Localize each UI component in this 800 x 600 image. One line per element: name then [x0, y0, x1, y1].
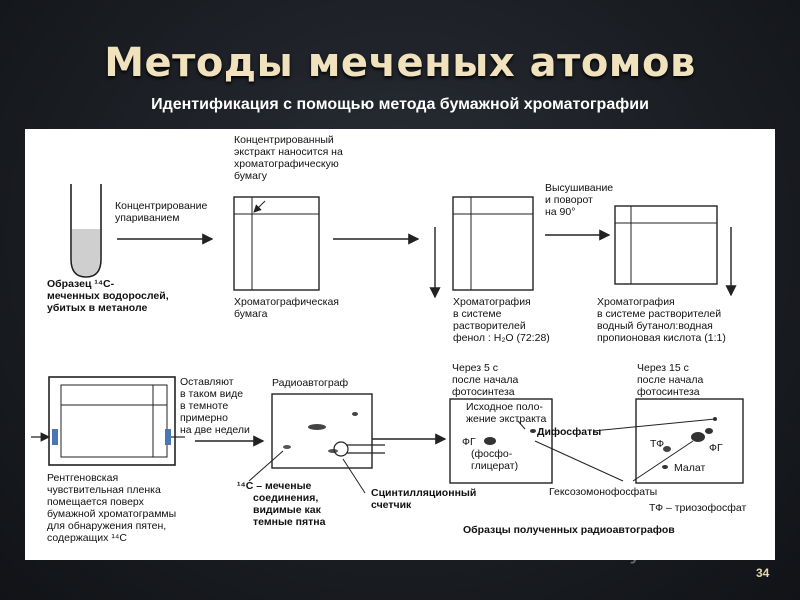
- hexose-pointer-b: [632, 440, 694, 482]
- radioautograph-film: [271, 393, 373, 469]
- step2-caption: Хроматографическая бумага: [234, 296, 342, 320]
- after15-label: Через 15 с после начала фотосинтеза: [637, 362, 706, 398]
- samples-footer: Образцы полученных радиоавтографов: [463, 524, 675, 536]
- step1-caption: Образец ¹⁴C- меченных водорослей, убитых…: [47, 278, 172, 314]
- spots-pointer: [248, 450, 284, 482]
- slide-title: Методы меченых атомов: [104, 40, 696, 86]
- chromatography-diagram: Образец ¹⁴C- меченных водорослей, убитых…: [31, 134, 746, 544]
- counter-pointer: [342, 458, 366, 494]
- step1-arrow-label: Концентрирование упариванием: [115, 200, 210, 224]
- pga-label: ФГ (фосфо- глицерат): [462, 436, 518, 472]
- step3-caption: Хроматография в системе растворителей фе…: [453, 296, 550, 344]
- step6-spots-label: ¹⁴C – меченые соединения, видимые как те…: [237, 480, 326, 528]
- xray-film-assembly: [48, 376, 176, 466]
- diagram-panel: Образец ¹⁴C- меченных водорослей, убитых…: [25, 129, 775, 560]
- step5-side-label: Оставляют в таком виде в темноте примерн…: [180, 376, 250, 436]
- step4-arrow-label: Высушивание и поворот на 90°: [545, 182, 616, 218]
- tf-label: ТФ: [650, 438, 664, 450]
- chromatogram-phenol: [452, 196, 534, 291]
- hexose-label: Гексозомонофосфаты: [549, 486, 657, 498]
- slide-subtitle: Идентификация с помощью метода бумажной …: [151, 96, 649, 113]
- tf-note: ТФ – триозофосфат: [649, 502, 746, 514]
- scintillation-counter-probe: [333, 441, 385, 457]
- watermark: MyShared: [610, 540, 720, 565]
- step5-caption: Рентгеновская чувствительная пленка поме…: [47, 472, 179, 544]
- hexose-pointer-a: [534, 440, 624, 482]
- after5-label: Через 5 с после начала фотосинтеза: [452, 362, 521, 398]
- step2-top-label: Концентрированный экстракт наносится на …: [234, 134, 346, 182]
- step6-counter-label: Сцинтилляционный счетчик: [371, 487, 479, 511]
- radioautograph-title: Радиоавтограф: [272, 377, 349, 389]
- test-tube: [70, 184, 102, 278]
- fg-label: ФГ: [709, 442, 723, 454]
- diphosphates-pointer: [592, 418, 716, 432]
- slide-number: 34: [756, 566, 770, 580]
- origin-label: Исходное поло- жение экстракта: [466, 401, 546, 425]
- chromatogram-butanol: [614, 205, 718, 285]
- chromatography-paper: [233, 196, 320, 291]
- malate-label: Малат: [674, 462, 705, 474]
- diphosphates-label: Дифосфаты: [537, 426, 601, 438]
- step4-caption: Хроматография в системе растворителей во…: [597, 296, 726, 344]
- autoradiograph-5s: [449, 398, 553, 484]
